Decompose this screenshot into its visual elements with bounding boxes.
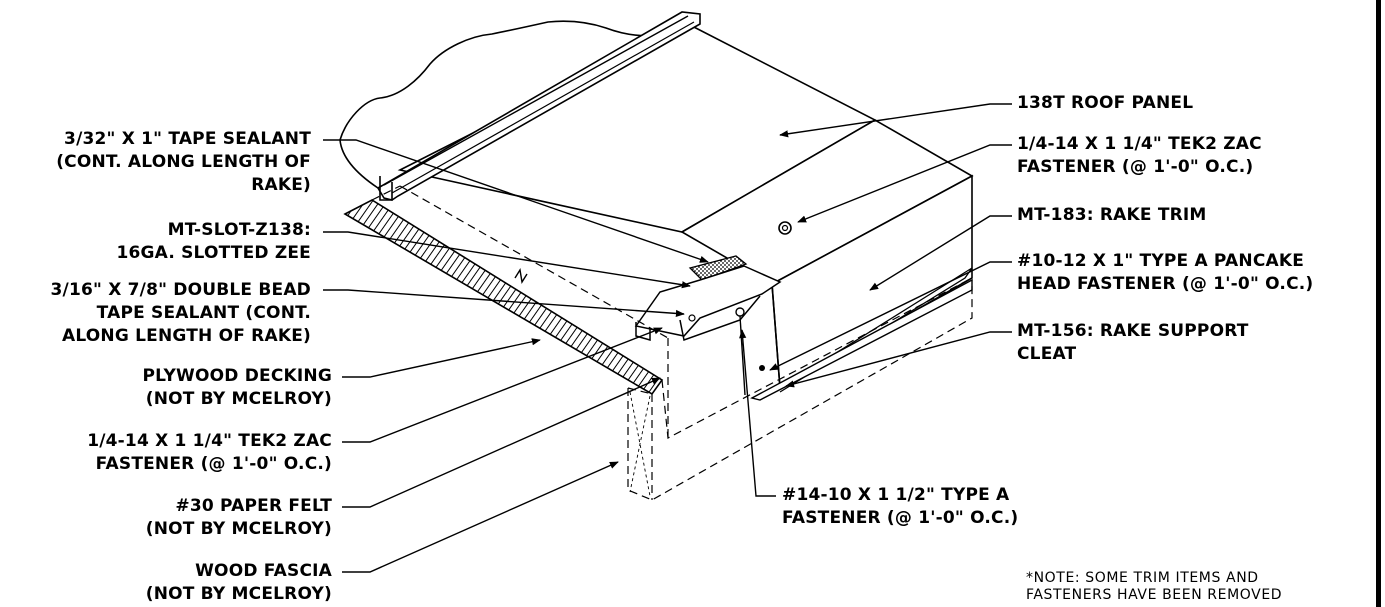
callout-tape-sealant: 3/32" X 1" TAPE SEALANT (CONT. ALONG LEN… xyxy=(56,129,311,195)
panel-fastener xyxy=(778,221,792,235)
callout-paper-felt: #30 PAPER FELT (NOT BY MCELROY) xyxy=(145,496,332,539)
callout-tek2-left: 1/4-14 X 1 1/4" TEK2 ZAC FASTENER (@ 1'-… xyxy=(87,431,332,474)
callout-plywood-decking: PLYWOOD DECKING (NOT BY MCELROY) xyxy=(142,366,332,409)
drawing-frame-border xyxy=(1376,0,1381,607)
standing-seam-rib xyxy=(376,11,701,201)
tape-sealant-patch xyxy=(688,255,748,281)
slotted-zee xyxy=(634,265,782,337)
callout-double-bead: 3/16" X 7/8" DOUBLE BEAD TAPE SEALANT (C… xyxy=(50,280,311,346)
drawing-note: *NOTE: SOME TRIM ITEMS AND FASTENERS HAV… xyxy=(1026,570,1283,603)
callout-roof-panel: 138T ROOF PANEL xyxy=(1017,93,1194,113)
callout-pancake-fastener: #10-12 X 1" TYPE A PANCAKE HEAD FASTENER… xyxy=(1017,251,1314,294)
roof-break-outline xyxy=(339,20,689,189)
callout-wood-fascia: WOOD FASCIA (NOT BY MCELROY) xyxy=(145,561,332,604)
callout-slotted-zee: MT-SLOT-Z138: 16GA. SLOTTED ZEE xyxy=(116,220,311,263)
callout-rake-support-cleat: MT-156: RAKE SUPPORT CLEAT xyxy=(1017,321,1249,364)
callout-tek2-right: 1/4-14 X 1 1/4" TEK2 ZAC FASTENER (@ 1'-… xyxy=(1017,134,1262,177)
callout-rake-trim: MT-183: RAKE TRIM xyxy=(1017,205,1207,225)
callout-type-a-fastener: #14-10 X 1 1/2" TYPE A FASTENER (@ 1'-0"… xyxy=(782,485,1019,528)
